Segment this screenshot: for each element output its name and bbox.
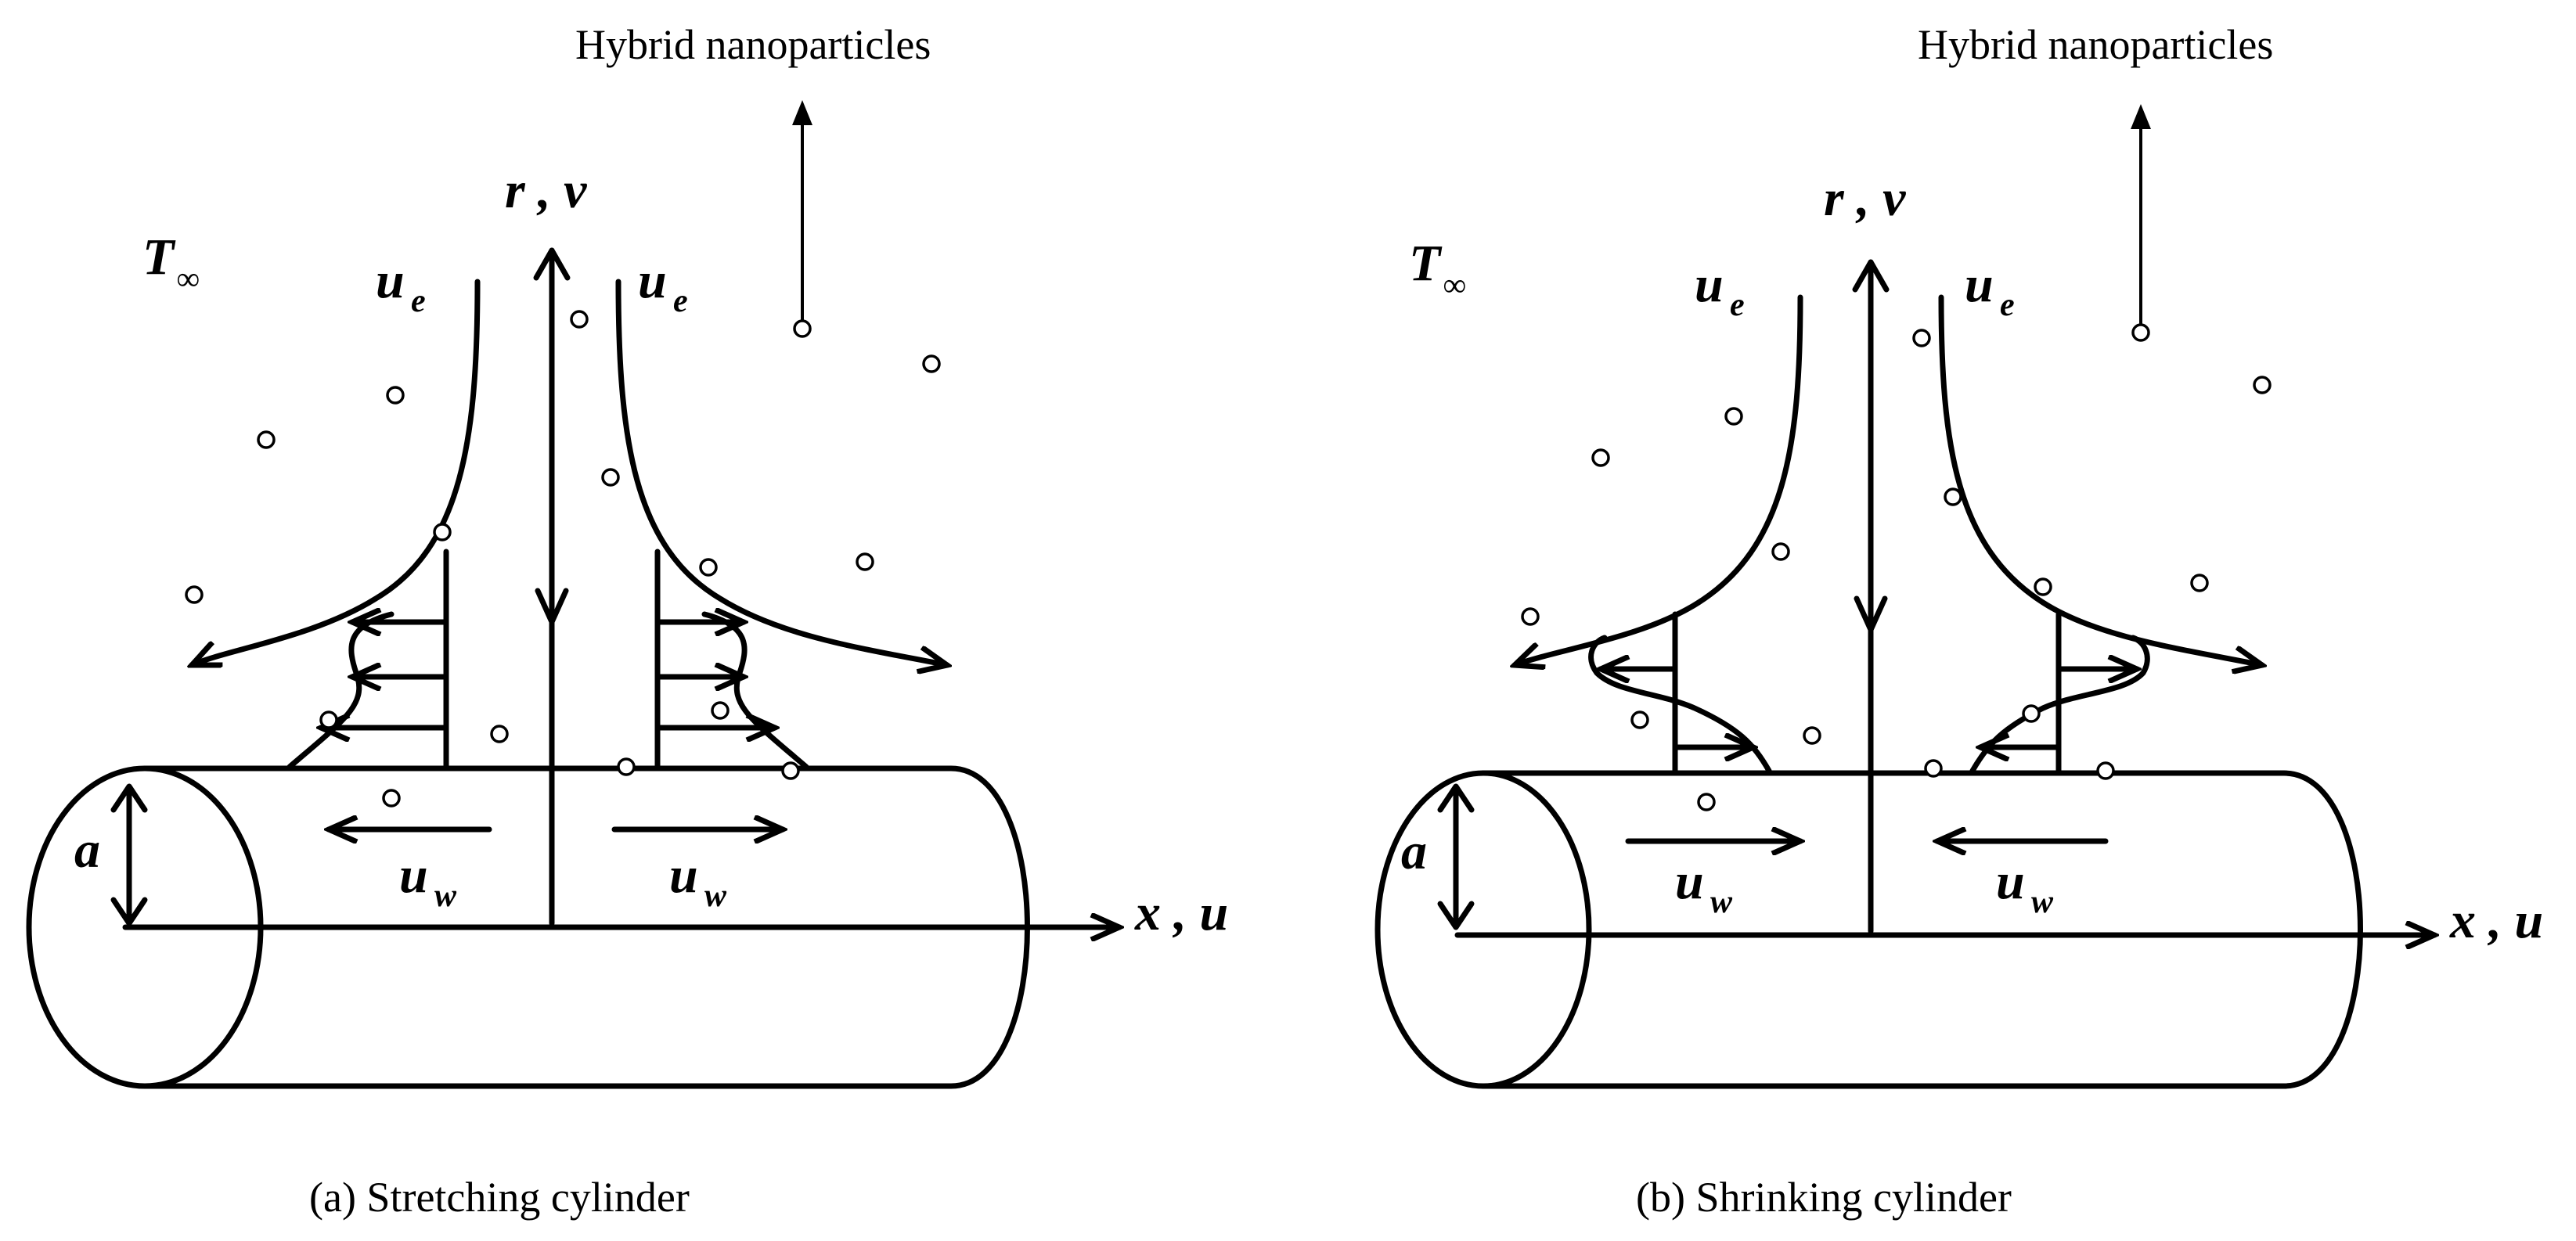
velocity-profile-right [701, 611, 809, 770]
panel-stretching: x , u a r , v T ∞ u e u e [26, 21, 1228, 1221]
velocity-profile-left [1588, 635, 1772, 774]
edge-velocity-label-left: u [376, 252, 405, 309]
velocity-profile-left [286, 611, 395, 770]
nanoparticles-left-panel [185, 310, 941, 808]
axial-axis-label: x , u [2449, 892, 2543, 949]
caption-shrinking: (b) Shrinking cylinder [1636, 1174, 2012, 1221]
svg-text:w: w [704, 878, 727, 914]
radius-label: a [1401, 823, 1427, 880]
svg-text:w: w [1710, 884, 1733, 920]
radial-inflow-arrow [1854, 595, 1888, 633]
caption-stretching: (a) Stretching cylinder [309, 1174, 690, 1221]
svg-text:∞: ∞ [1443, 268, 1466, 304]
svg-text:w: w [434, 878, 457, 914]
radial-axis-label: r , v [505, 162, 587, 219]
nanoparticles-label: Hybrid nanoparticles [575, 21, 931, 68]
wall-velocity-label-right: u [1996, 853, 2025, 910]
wall-velocity-label-left: u [1675, 853, 1704, 910]
streamline-left [1515, 294, 1803, 665]
cylinder-body [1480, 770, 2363, 1089]
radial-inflow-arrow [535, 588, 569, 625]
streamline-left [192, 279, 481, 665]
ambient-temperature-label: T [1409, 235, 1443, 292]
radial-axis-label: r , v [1824, 170, 1906, 227]
wall-velocity-label-right: u [669, 847, 698, 904]
panel-shrinking: x , u a r , v T ∞ u e u e u w u w [1374, 21, 2543, 1221]
svg-text:∞: ∞ [176, 261, 200, 297]
edge-velocity-label-right: u [638, 252, 667, 309]
streamline-right [615, 279, 947, 665]
cylinder-end-cap [1374, 770, 1592, 1089]
radius-label: a [74, 822, 100, 879]
streamline-right [1938, 294, 2262, 665]
nanoparticles-label: Hybrid nanoparticles [1918, 21, 2273, 68]
svg-text:w: w [2031, 884, 2054, 920]
svg-text:e: e [411, 283, 426, 319]
svg-text:e: e [673, 283, 688, 319]
nanoparticles-right-panel [1521, 323, 2272, 811]
svg-text:e: e [2000, 287, 2015, 323]
wall-velocity-label-left: u [399, 847, 428, 904]
edge-velocity-label-right: u [1965, 256, 1994, 313]
ambient-temperature-label: T [142, 228, 176, 286]
svg-text:e: e [1730, 287, 1745, 323]
axial-axis-label: x , u [1134, 884, 1228, 941]
edge-velocity-label-left: u [1695, 256, 1724, 313]
